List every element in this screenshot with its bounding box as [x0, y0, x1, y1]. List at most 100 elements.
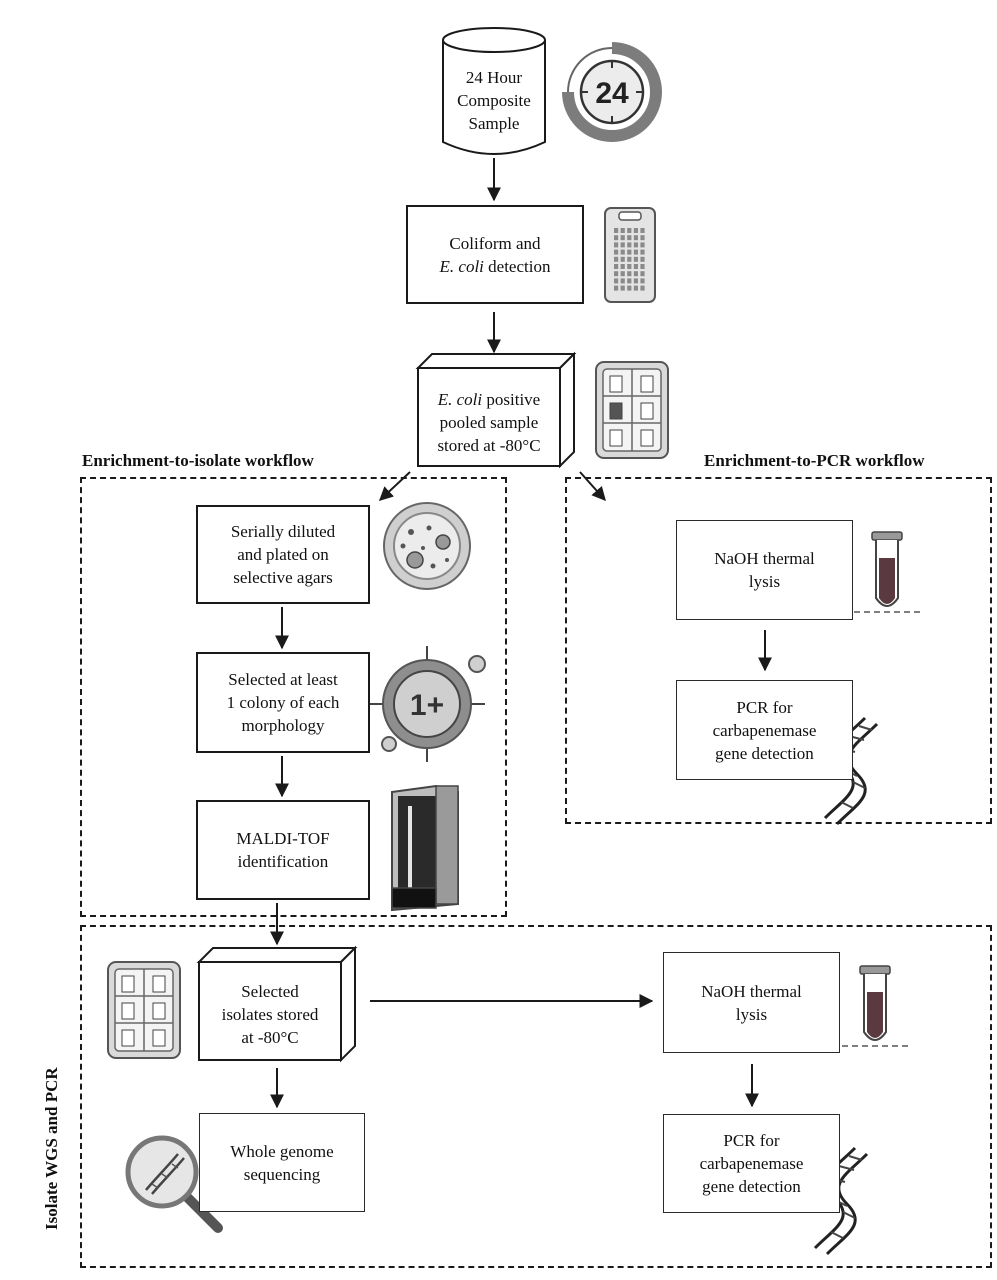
colony-count-icon: 1+: [369, 646, 486, 762]
tray-well: [620, 264, 625, 269]
arrow-pooled-to-isolate: [378, 471, 411, 501]
tray-well: [627, 235, 632, 241]
tray-well: [640, 242, 645, 248]
tray-well: [627, 278, 632, 284]
tray-well: [633, 256, 638, 262]
isolate-workflow-heading: Enrichment-to-isolate workflow: [82, 451, 314, 470]
coliform-ecoli-italic: E. coli: [439, 256, 484, 276]
maldi-identification-step: MALDI-TOF identification: [196, 800, 370, 900]
isolates-stored-3d-box: [196, 945, 358, 1063]
pooled-line-3: stored at -80°C: [437, 435, 541, 455]
colony-line-2: 1 colony of each: [226, 693, 340, 712]
coliform-detection-step: Coliform and E. coli detection: [406, 205, 584, 304]
coliform-line-1: Coliform and: [449, 233, 541, 253]
tray-well: [614, 242, 619, 248]
composite-sample-cylinder: [442, 27, 546, 155]
tray-well: [640, 271, 645, 277]
colony-selection-step: Selected at least 1 colony of each morph…: [196, 652, 370, 753]
composite-line-2: Composite: [457, 90, 531, 110]
pooled-line-1: E. coli positive: [437, 388, 540, 411]
tray-well: [627, 271, 632, 277]
naoh-lysis-step: NaOH thermal lysis: [676, 520, 853, 620]
wgs-step: Whole genome sequencing: [199, 1113, 365, 1212]
arrow-pooled-to-pcr: [579, 471, 606, 502]
tray-well: [633, 278, 638, 284]
pooled-sample-step: E. coli positive pooled sample stored at…: [420, 380, 558, 464]
isolates-stored-step: Selected isolates stored at -80°C: [201, 972, 339, 1056]
tray-well: [633, 249, 638, 255]
tray-well: [620, 271, 625, 277]
stored-line-2: isolates stored: [221, 1004, 319, 1024]
naoh-lysis-step-bottom: NaOH thermal lysis: [663, 952, 840, 1053]
tray-well: [633, 228, 638, 233]
tray-well: [633, 235, 638, 241]
tray-well: [640, 256, 645, 262]
tray-well: [633, 264, 638, 269]
pcr-line-2: carbapenemase: [712, 720, 817, 740]
composite-sample-step: 24 Hour Composite Sample: [446, 62, 542, 138]
tray-well: [627, 228, 632, 233]
tray-well: [620, 256, 625, 262]
pooled-sample-3d-box: [415, 351, 577, 469]
pcr-detection-step-bottom: PCR for carbapenemase gene detection: [663, 1114, 840, 1213]
maldi-line-2: identification: [237, 852, 329, 871]
stored-line-3: at -80°C: [241, 1027, 299, 1047]
tray-well: [620, 235, 625, 241]
petri-dish-icon: [383, 502, 471, 590]
test-tray-icon: [604, 207, 656, 303]
composite-line-1: 24 Hour: [465, 67, 523, 87]
pooled-line-2: pooled sample: [439, 412, 539, 432]
lysis2-line-2: lysis: [735, 1004, 768, 1024]
magnifier-dna-icon: [125, 1135, 223, 1233]
tray-well: [627, 264, 632, 269]
tray-well: [640, 249, 645, 255]
tray-well: [614, 264, 619, 269]
maldi-line-1: MALDI-TOF: [236, 829, 330, 848]
tray-well: [614, 271, 619, 277]
tray-well: [640, 235, 645, 241]
tray-well: [614, 228, 619, 233]
tray-well: [640, 228, 645, 233]
tray-well: [620, 228, 625, 233]
coliform-detection-text: detection: [483, 256, 551, 276]
tray-well: [627, 256, 632, 262]
dilution-line-1: Serially diluted: [230, 522, 336, 541]
dilution-line-2: and plated on: [237, 545, 329, 564]
lysis-line-1: NaOH thermal: [714, 549, 815, 568]
tray-well: [627, 285, 632, 291]
isolate-workflow-container: [80, 477, 507, 917]
tray-well: [640, 278, 645, 284]
test-tube-icon-bottom: [842, 965, 908, 1047]
coliform-line-2: E. coli detection: [440, 255, 551, 278]
freezer-icon-bottom: [107, 961, 181, 1059]
tray-well: [614, 285, 619, 291]
pcr-workflow-container: [565, 477, 992, 824]
wgs-workflow-heading: Isolate WGS and PCR: [42, 1067, 61, 1230]
composite-line-3: Sample: [468, 113, 520, 133]
tray-well: [614, 278, 619, 284]
tray-well: [633, 285, 638, 291]
pcr-detection-step: PCR for carbapenemase gene detection: [676, 680, 853, 780]
test-tube-icon: [854, 531, 920, 613]
colony-count-label: 1+: [410, 689, 444, 722]
clock-24-label: 24: [595, 77, 629, 110]
dilution-plating-step: Serially diluted and plated on selective…: [196, 505, 370, 604]
lysis2-line-1: NaOH thermal: [701, 981, 802, 1001]
pcr-workflow-heading: Enrichment-to-PCR workflow: [704, 451, 925, 470]
pooled-ecoli-italic: E. coli: [437, 389, 483, 409]
flow-arrows: [270, 158, 772, 1109]
tray-well: [614, 256, 619, 262]
tray-well: [620, 278, 625, 284]
wgs-line-2: sequencing: [243, 1164, 321, 1184]
tray-well: [633, 271, 638, 277]
tray-well: [620, 242, 625, 248]
wgs-line-1: Whole genome: [230, 1141, 334, 1161]
tray-well: [614, 235, 619, 241]
tray-well: [640, 264, 645, 269]
maldi-instrument-icon: [391, 784, 459, 912]
freezer-icon: [595, 361, 669, 459]
tray-well: [620, 285, 625, 291]
dilution-line-3: selective agars: [233, 568, 333, 587]
pcr2-line-1: PCR for: [723, 1131, 780, 1150]
